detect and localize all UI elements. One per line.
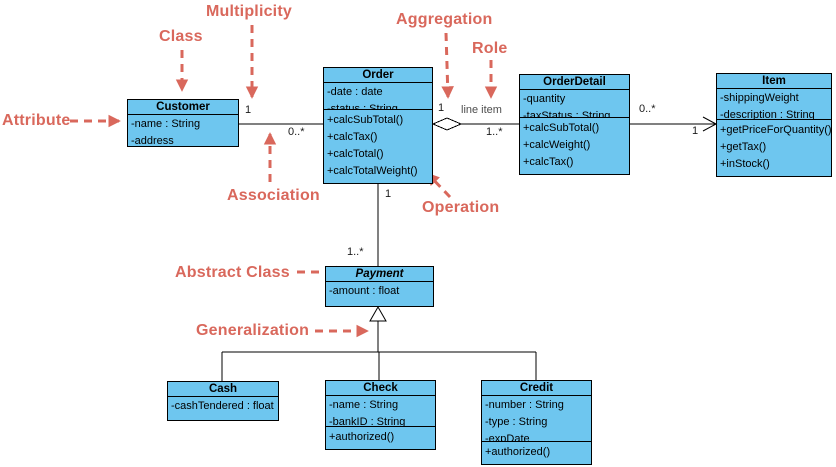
attributes-compartment: -name : String -bankID : String — [326, 396, 435, 426]
attribute-line: -amount : float — [329, 285, 400, 297]
line-item-role-label: line item — [461, 104, 502, 116]
operation-line: +calcWeight() — [523, 139, 591, 151]
attributes-compartment: -cashTendered : float — [168, 397, 278, 420]
class-box-order-detail: OrderDetail-quantity-taxStatus : String+… — [519, 74, 630, 175]
aggregation-arrow — [441, 32, 454, 99]
operations-compartment: +authorized() — [326, 426, 435, 449]
class-title-credit: Credit — [482, 381, 591, 396]
attribute-line: -status : String — [327, 103, 398, 109]
class-title-cash: Cash — [168, 382, 278, 397]
detail-item-many-label: 0..* — [639, 103, 656, 115]
order-detail-1-label: 1 — [438, 102, 445, 114]
attribute-line: -type : String — [485, 416, 548, 428]
detail-item-1-label: 1 — [692, 125, 699, 137]
operation-line: +authorized() — [329, 431, 395, 443]
class-box-order: Order-date : date-status : String+calcSu… — [323, 67, 433, 184]
order-payment-many-label: 1..* — [347, 246, 364, 258]
association-annotation-label: Association — [227, 187, 320, 204]
operation-line: +getPriceForQuantity() — [720, 124, 831, 136]
operation-line: +inStock() — [720, 158, 770, 170]
attribute-line: -name : String — [329, 399, 399, 411]
class-box-check: Check -name : String -bankID : String +auth… — [325, 380, 436, 450]
multiplicity-annotation-label: Multiplicity — [206, 3, 292, 20]
operation-line: +authorized() — [485, 446, 551, 458]
operation-line: +calcSubTotal() — [327, 114, 404, 126]
operations-compartment: +calcSubTotal() +calcTax() +calcTotal() +ca… — [324, 109, 432, 183]
class-box-item: Item -shippingWeight -description : String… — [716, 73, 832, 177]
operation-line: +calcSubTotal() — [523, 122, 600, 134]
abstract-class-annotation-label: Abstract Class — [175, 264, 290, 281]
class-box-cash: Cash -cashTendered : float — [167, 381, 279, 421]
attribute-annotation-label: Attribute — [2, 112, 71, 129]
attribute-line: -number : String — [485, 399, 564, 411]
attributes-compartment: -amount : float — [326, 282, 433, 306]
generalization-annotation-label: Generalization — [196, 322, 310, 339]
class-title-check: Check — [326, 381, 435, 396]
attribute-line: -date : date — [327, 86, 383, 98]
open-arrowhead — [702, 116, 717, 132]
class-title-order: Order — [324, 68, 432, 83]
generalization-triangle — [369, 305, 387, 322]
attribute-line: -expDate — [485, 433, 530, 441]
class-title-payment: Payment — [326, 267, 433, 282]
attribute-line: -description : String — [720, 109, 815, 119]
attributes-compartment: -name : String -address — [128, 115, 238, 146]
class-box-credit: Credit -number : String -type : String -exp… — [481, 380, 592, 465]
customer-order-1-label: 1 — [245, 104, 252, 116]
class-title-customer: Customer — [128, 100, 238, 115]
attributes-compartment: -shippingWeight -description : String — [717, 89, 831, 119]
role-annotation-label: Role — [472, 40, 508, 57]
attributes-compartment: -number : String -type : String -expDate — [482, 396, 591, 441]
operation-annotation-label: Operation — [422, 199, 500, 216]
attributes-compartment: -quantity -taxStatus : String — [520, 90, 629, 117]
class-box-payment: Payment -amount : float — [325, 266, 434, 307]
operations-compartment: +calcSubTotal() +calcWeight() +calcTax() — [520, 117, 629, 174]
attribute-line: -cashTendered : float — [171, 400, 274, 412]
attribute-line: -bankID : String — [329, 416, 406, 426]
class-title-order-detail: OrderDetail — [520, 75, 629, 90]
class-annotation-label: Class — [159, 28, 203, 45]
operation-line: +getTax() — [720, 141, 767, 153]
operations-compartment: +getPriceForQuantity() +getTax() +inStock(… — [717, 119, 831, 176]
customer-order-many-label: 0..* — [288, 126, 305, 138]
attribute-line: -address — [131, 135, 174, 146]
operation-line: +calcTotalWeight() — [327, 165, 418, 177]
operation-line: +calcTax() — [327, 131, 378, 143]
attribute-line: -quantity — [523, 93, 566, 105]
order-payment-1-label: 1 — [385, 188, 392, 200]
attributes-compartment: -date : date -status : String — [324, 83, 432, 109]
class-title-item: Item — [717, 74, 831, 89]
operations-compartment: +authorized() — [482, 441, 591, 464]
attribute-line: -taxStatus : String — [523, 110, 611, 117]
operation-line: +calcTax() — [523, 156, 574, 168]
attribute-line: -shippingWeight — [720, 92, 799, 104]
operation-line: +calcTotal() — [327, 148, 384, 160]
aggregation-diamond — [431, 117, 463, 131]
class-box-customer: Customer -name : String -address — [127, 99, 239, 147]
order-detail-many-label: 1..* — [486, 126, 503, 138]
aggregation-annotation-label: Aggregation — [396, 11, 493, 28]
attribute-line: -name : String — [131, 118, 201, 130]
